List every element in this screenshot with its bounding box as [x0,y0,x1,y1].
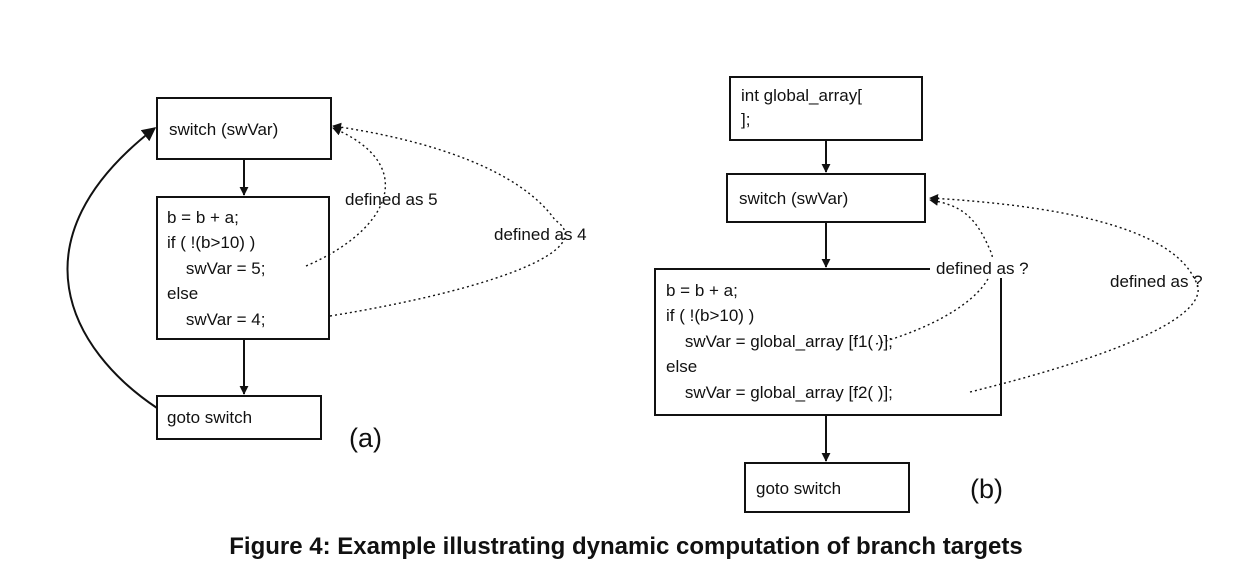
b-goto-text: goto switch [756,479,841,498]
a-body-line-1: b = b + a; [167,208,239,227]
a-label-defined-5: defined as 5 [345,190,438,209]
b-body-line-1: b = b + a; [666,281,738,300]
a-goto-text: goto switch [167,408,252,427]
b-body-box [654,268,1002,416]
a-body-line-2: if ( !(b>10) ) [167,233,255,252]
b-label-1-backdrop [930,258,1060,278]
b-body-line-3: swVar = global_array [f1( )]; [666,332,893,351]
b-body-line-5: swVar = global_array [f2( )]; [666,383,893,402]
diagram-b: int global_array[ ]; switch (swVar) b = … [654,76,1203,513]
a-switch-box [156,97,332,160]
b-dotted-f1 [875,196,994,345]
b-global-line-1: int global_array[ [741,86,862,105]
a-dotted-swvar4 [329,122,566,317]
a-tag: (a) [349,423,382,453]
b-body-line-2: if ( !(b>10) ) [666,306,754,325]
a-dotted-swvar5 [305,127,387,267]
a-loop-back-arrow [66,127,158,409]
a-body-box [156,196,330,340]
b-label-defined-1: defined as ? [936,259,1029,278]
b-global-line-2: ]; [741,110,750,129]
b-tag: (b) [970,474,1003,504]
a-body-line-4: else [167,284,198,303]
a-goto-box [156,395,322,440]
b-label-defined-2: defined as ? [1110,272,1203,291]
b-switch-text: switch (swVar) [739,189,848,208]
b-goto-box [744,462,910,513]
b-body-line-4: else [666,357,697,376]
a-body-line-3: swVar = 5; [167,259,265,278]
a-body-line-5: swVar = 4; [167,310,265,329]
figure-caption: Figure 4: Example illustrating dynamic c… [229,533,1023,560]
a-switch-text: switch (swVar) [169,120,278,139]
a-label-defined-4: defined as 4 [494,225,587,244]
b-global-box [729,76,923,141]
diagram-a: switch (swVar) b = b + a; if ( !(b>10) )… [66,97,587,453]
